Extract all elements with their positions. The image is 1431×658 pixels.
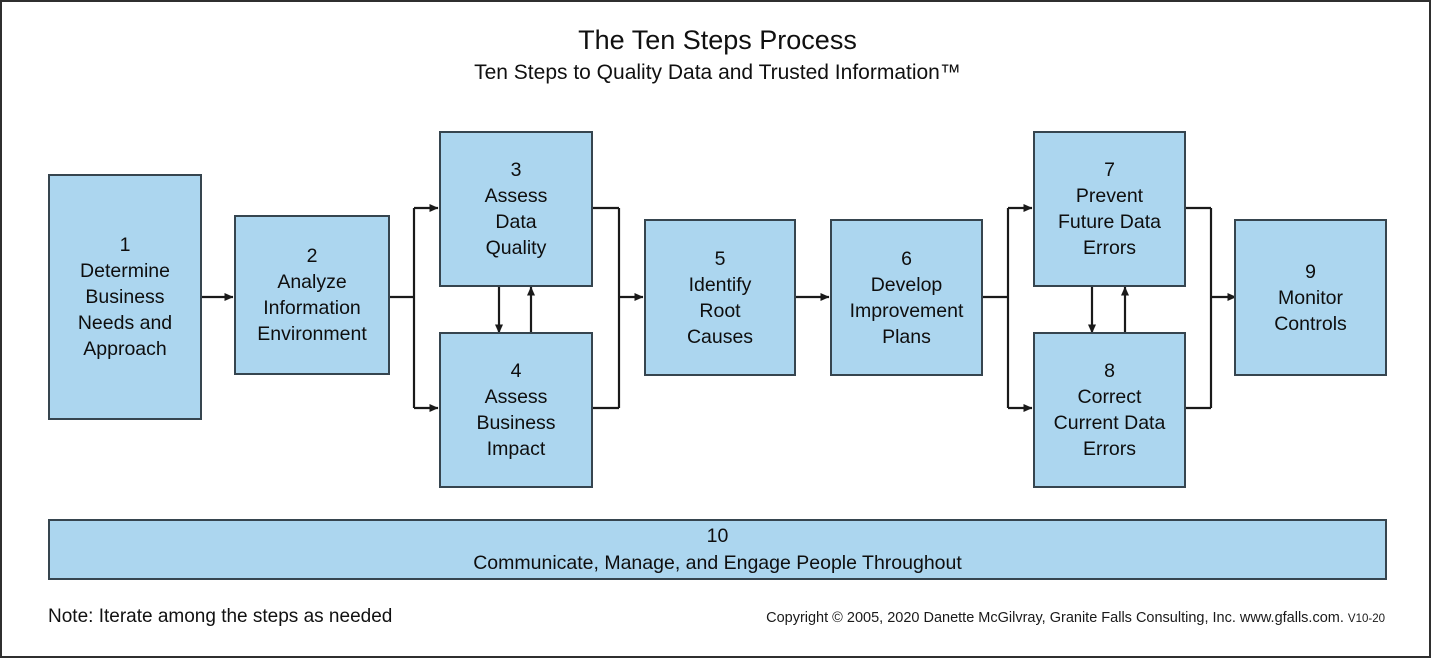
step-number: 1 [119, 234, 131, 256]
step-box-4[interactable]: 4 Assess Business Impact [439, 332, 593, 488]
step-box-5[interactable]: 5 Identify Root Causes [644, 219, 796, 376]
step-box-2[interactable]: 2 Analyze Information Environment [234, 215, 390, 375]
step-box-10[interactable]: 10 Communicate, Manage, and Engage Peopl… [48, 519, 1387, 580]
step-label: Determine Business Needs and Approach [77, 260, 173, 360]
step-label: Identify Root Causes [686, 273, 754, 348]
copyright-text: Copyright © 2005, 2020 Danette McGilvray… [766, 610, 1344, 626]
step-label: Assess Data Quality [484, 185, 548, 259]
version-label: V10-20 [1347, 613, 1385, 625]
step-box-8[interactable]: 8 Correct Current Data Errors [1033, 332, 1186, 488]
page-subtitle: Ten Steps to Quality Data and Trusted In… [474, 61, 961, 84]
step-label: Monitor Controls [1274, 286, 1347, 335]
step-number: 4 [510, 360, 522, 382]
step-label: Prevent Future Data Errors [1058, 185, 1161, 259]
step-label: Analyze Information Environment [257, 271, 367, 345]
page-title: The Ten Steps Process [578, 25, 857, 55]
step-number: 10 [706, 524, 729, 547]
iterate-note: Note: Iterate among the steps as needed [48, 606, 393, 627]
step-number: 8 [1104, 360, 1115, 382]
step-number: 7 [1104, 159, 1115, 181]
step-label: Develop Improvement Plans [849, 273, 964, 348]
step-box-3[interactable]: 3 Assess Data Quality [439, 131, 593, 287]
step-box-6[interactable]: 6 Develop Improvement Plans [830, 219, 983, 376]
step-number: 6 [901, 247, 912, 270]
copyright-line: Copyright © 2005, 2020 Danette McGilvray… [766, 608, 1385, 629]
step-number: 3 [510, 159, 522, 181]
step-box-7[interactable]: 7 Prevent Future Data Errors [1033, 131, 1186, 287]
step-box-1[interactable]: 1 Determine Business Needs and Approach [48, 174, 202, 420]
step-number: 5 [714, 247, 726, 270]
step-number: 2 [306, 245, 318, 267]
step-number: 9 [1305, 260, 1316, 283]
step-box-9[interactable]: 9 Monitor Controls [1234, 219, 1387, 376]
step-label: Assess Business Impact [476, 386, 556, 460]
step-label: Communicate, Manage, and Engage People T… [473, 551, 962, 574]
step-label: Correct Current Data Errors [1053, 386, 1166, 460]
